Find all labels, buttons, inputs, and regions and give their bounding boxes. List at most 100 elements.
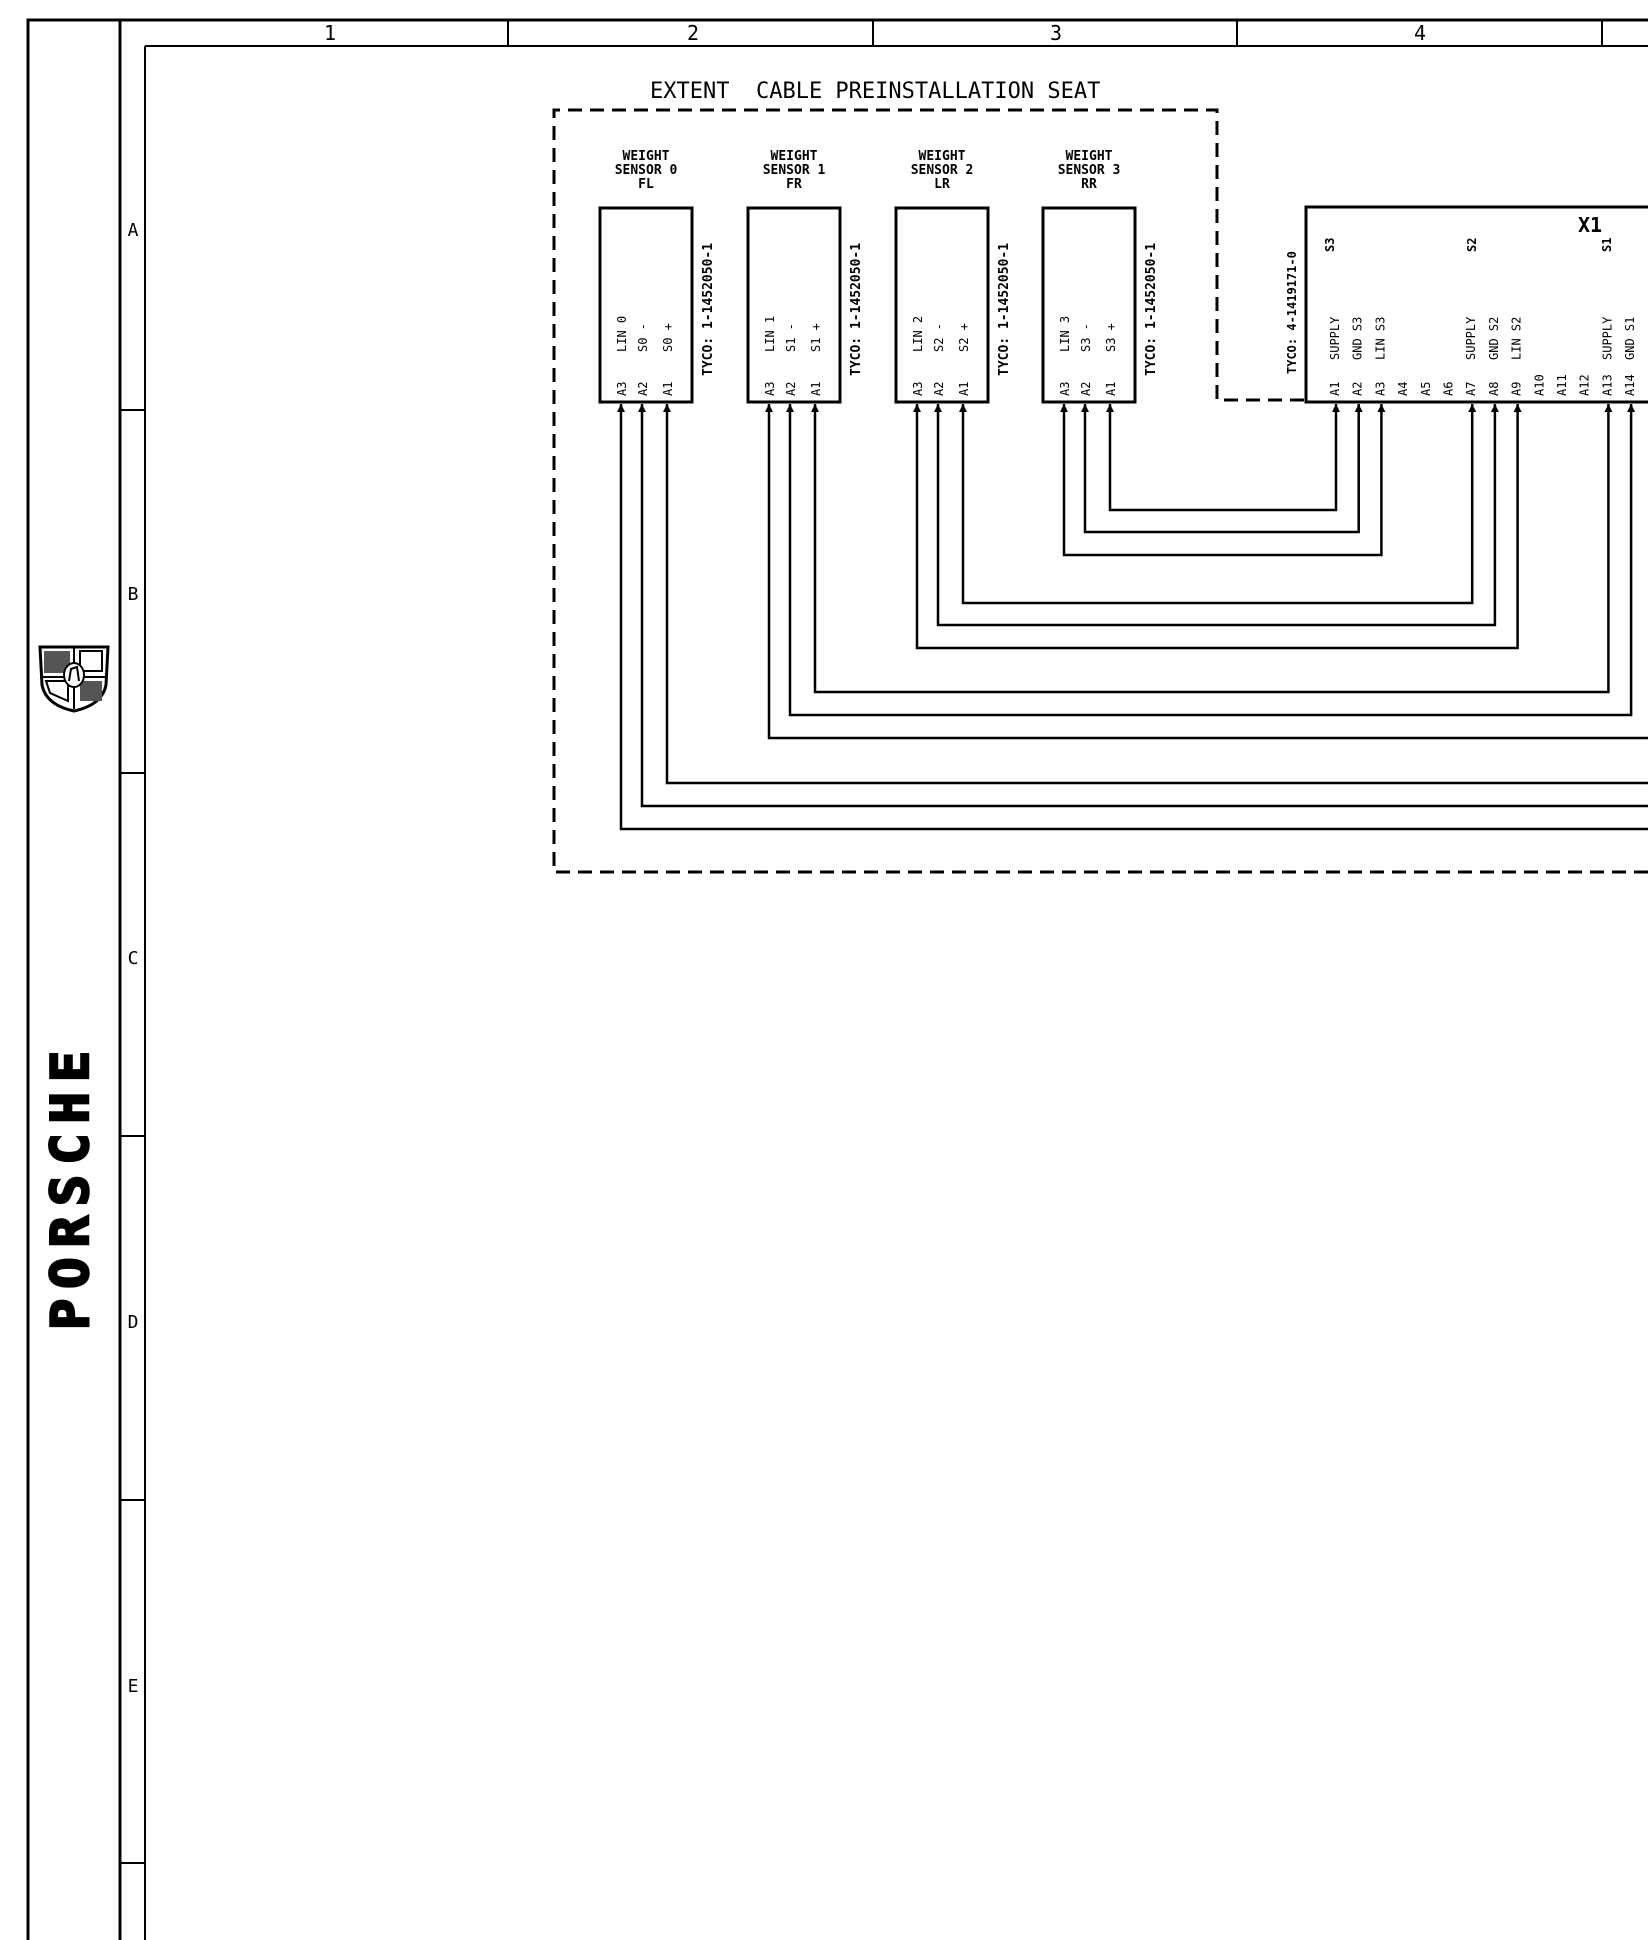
wire-terminal (1060, 404, 1068, 412)
sensor-pin-number: A2 (1079, 382, 1093, 396)
wire-terminal (765, 404, 773, 412)
sensor-title: SENSOR 1 (763, 163, 826, 178)
wire (640, 404, 1648, 808)
wire-terminal (638, 404, 646, 412)
sensor-pin-number: A1 (809, 382, 823, 396)
wire (936, 404, 1497, 627)
wire (788, 404, 1633, 717)
wiring-harness (617, 404, 1648, 831)
sensor-pin-number: A1 (661, 382, 675, 396)
connector-pin-number: A10 (1532, 374, 1546, 396)
sensor-pin-label: S1 + (809, 323, 823, 352)
sensor-pin-label: S2 + (957, 323, 971, 352)
wire-terminal (1106, 404, 1114, 412)
sensor-part-number: TYCO: 1-1452050-1 (1144, 243, 1159, 376)
connector-group-label: S2 (1465, 238, 1479, 252)
sensor-pin-label: S0 + (661, 323, 675, 352)
wire-terminal (1081, 404, 1089, 412)
sensor-pin-number: A2 (784, 382, 798, 396)
sensor-pin-number: A3 (1058, 382, 1072, 396)
brand-wordmark: PORSCHE (41, 1041, 101, 1330)
sensor-box (746, 206, 842, 404)
sensor-pin-number: A1 (957, 382, 971, 396)
wire (915, 404, 1519, 650)
connector-pin-number: A5 (1419, 382, 1433, 396)
sensor-pin-number: A3 (911, 382, 925, 396)
wire-terminal (1513, 404, 1522, 412)
connector-pin-number: A9 (1510, 382, 1524, 396)
connector-group-label: S3 (1323, 238, 1337, 252)
wire-terminal (617, 404, 625, 412)
wire-terminal (1354, 404, 1363, 412)
connector-pin-number: A7 (1464, 382, 1478, 396)
sensor-part-number: TYCO: 1-1452050-1 (701, 243, 716, 376)
sensor-pin-number: A2 (636, 382, 650, 396)
wire (961, 404, 1474, 605)
sensor-title: WEIGHT (623, 149, 670, 164)
wire-terminal (959, 404, 967, 412)
preinstallation-boundary (552, 108, 1648, 874)
connector-pin-number: A3 (1373, 382, 1387, 396)
wire (1108, 404, 1338, 512)
sensor-pin-number: A1 (1104, 382, 1118, 396)
wire-terminal (663, 404, 671, 412)
connector-pin-label: GND S2 (1487, 317, 1501, 360)
sensor-title: RR (1081, 177, 1097, 192)
wire-terminal (1332, 404, 1340, 412)
sensor-pin-label: S3 + (1104, 323, 1118, 352)
sensor-pin-label: LIN 3 (1058, 316, 1072, 352)
wire (665, 404, 1648, 785)
wire-terminal (811, 404, 819, 412)
connector-pin-label: GND S1 (1623, 317, 1637, 360)
sensor-pin-label: LIN 0 (615, 316, 629, 352)
column-label: 1 (324, 21, 336, 45)
sensor-title: WEIGHT (919, 149, 966, 164)
wire-terminal (1490, 404, 1499, 412)
wire-terminal (913, 404, 921, 412)
sensor-pin-label: S3 - (1079, 323, 1093, 352)
sensor-title: WEIGHT (771, 149, 818, 164)
connector-pin-label: SUPPLY (1328, 316, 1342, 360)
wire-terminal (1627, 404, 1636, 412)
connector-pin-label: GND S3 (1351, 317, 1365, 360)
connector-name: X1 (1578, 213, 1602, 237)
connector-pin-label: LIN S2 (1510, 317, 1524, 360)
connector-pin-number: A4 (1396, 382, 1410, 396)
group-title: EXTENT CABLE PREINSTALLATION SEAT (650, 79, 1100, 104)
sensor-title: FR (786, 177, 802, 192)
column-label: 4 (1414, 21, 1426, 45)
sensor-part-number: TYCO: 1-1452050-1 (849, 243, 864, 376)
connector-pin-number: A6 (1442, 382, 1456, 396)
sensor-pin-label: LIN 2 (911, 316, 925, 352)
connector-pin-number: A12 (1578, 374, 1592, 396)
connector-part-number: TYCO: 4-1419171-0 (1285, 251, 1299, 374)
drawing-frame (26, 18, 1648, 1940)
connector-pin-label: LIN S3 (1373, 317, 1387, 360)
crest-logo (38, 645, 110, 713)
connector-pin-number: A8 (1487, 382, 1501, 396)
connector-outline (1304, 205, 1648, 404)
sensor-box (598, 206, 694, 404)
wire-terminal (1377, 404, 1386, 412)
sensor-pin-number: A3 (615, 382, 629, 396)
column-label: 3 (1050, 21, 1062, 45)
connector-group-label: S1 (1600, 238, 1614, 252)
sensor-title: SENSOR 3 (1058, 163, 1121, 178)
wire (1062, 404, 1383, 557)
sensor-pin-number: A3 (763, 382, 777, 396)
sensor-pin-number: A2 (932, 382, 946, 396)
connector-pin-number: A1 (1328, 382, 1342, 396)
connector-pin-label: LIN S1 (1646, 317, 1648, 360)
sensor-title: LR (934, 177, 950, 192)
wire (767, 404, 1648, 740)
sensor-title: WEIGHT (1066, 149, 1113, 164)
row-label: B (128, 584, 139, 605)
sensor-box (1041, 206, 1137, 404)
wire-terminal (934, 404, 942, 412)
